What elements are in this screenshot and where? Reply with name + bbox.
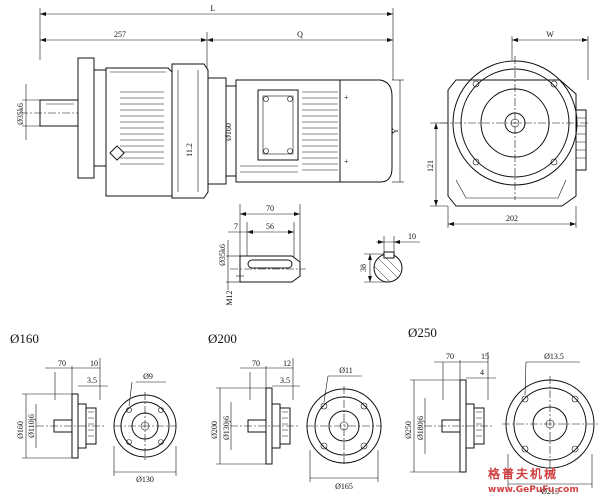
dim-shaft-length: 70: [266, 204, 274, 213]
dim-motor-flange-dia: Ø160: [224, 123, 233, 141]
dim-200-10: 12: [283, 359, 291, 368]
dim-200-hole: Ø11: [339, 366, 352, 375]
dim-160-pcd: Ø130: [136, 475, 154, 484]
dim-160-outer: Ø160: [16, 421, 25, 439]
main-view: L 257 Q Ø35k6: [16, 4, 404, 199]
dim-output-shaft-dia: Ø35k6: [16, 103, 25, 125]
watermark: 格普夫机械 www.GePuFu.com: [488, 466, 579, 495]
key-section: 10 38: [359, 232, 420, 283]
dim-width-top: W: [546, 30, 554, 39]
dim-200-outer: Ø200: [210, 421, 219, 439]
dim-250-outer: Ø250: [404, 421, 413, 439]
flange-variant-200: Ø200 70 12 3.5 Ø200 Ø130j6: [208, 331, 382, 491]
dim-250-spigot: Ø180j6: [416, 416, 425, 440]
dim-200-70: 70: [252, 359, 260, 368]
dim-flange-thk: 11.2: [185, 143, 194, 157]
dim-key-length: 56: [266, 222, 274, 231]
flange-variant-160: Ø160 70 10 3.5 Ø160 Ø110j6: [10, 331, 177, 484]
dim-detail-shaft-dia: Ø35k6: [218, 244, 227, 266]
svg-text:+: +: [344, 157, 349, 166]
dim-key-offset: 7: [234, 222, 238, 231]
flange-title-160: Ø160: [10, 331, 39, 346]
watermark-cn: 格普夫机械: [488, 466, 558, 481]
flange-variant-250: Ø250 70 15 4 Ø250 Ø180j6: [404, 325, 598, 496]
dim-gear-length: 257: [114, 30, 126, 39]
dim-total-length: L: [211, 4, 216, 13]
dim-250-10: 15: [481, 352, 489, 361]
svg-text:+: +: [344, 93, 349, 102]
dim-motor-length: Q: [297, 30, 303, 39]
dim-160-35: 3.5: [87, 376, 97, 385]
flange-title-250: Ø250: [408, 325, 437, 340]
dim-200-pcd: Ø165: [335, 482, 353, 491]
dim-height: Y: [391, 128, 400, 134]
dim-250-pcd: Ø215: [541, 487, 559, 496]
dim-key-width: 10: [408, 232, 416, 241]
dim-thread: M12: [225, 290, 234, 305]
watermark-url: www.GePuFu.com: [488, 485, 579, 495]
flange-title-200: Ø200: [208, 331, 237, 346]
dim-200-spigot: Ø130j6: [222, 416, 231, 440]
dim-250-hole: Ø13.5: [544, 352, 564, 361]
dim-160-10: 10: [90, 359, 98, 368]
dim-160-spigot: Ø110j6: [27, 414, 36, 438]
dim-160-hole: Ø9: [143, 372, 153, 381]
shaft-detail: 70 7 56 Ø35k6 M12: [218, 204, 306, 306]
dim-center-height: 121: [426, 160, 435, 172]
end-view: W 121: [426, 30, 590, 228]
dim-160-70: 70: [58, 359, 66, 368]
dim-base-width: 202: [506, 214, 518, 223]
dim-250-35: 4: [480, 368, 484, 377]
dim-200-35: 3.5: [280, 376, 290, 385]
dim-250-70: 70: [446, 352, 454, 361]
dim-key-depth: 38: [359, 264, 368, 272]
